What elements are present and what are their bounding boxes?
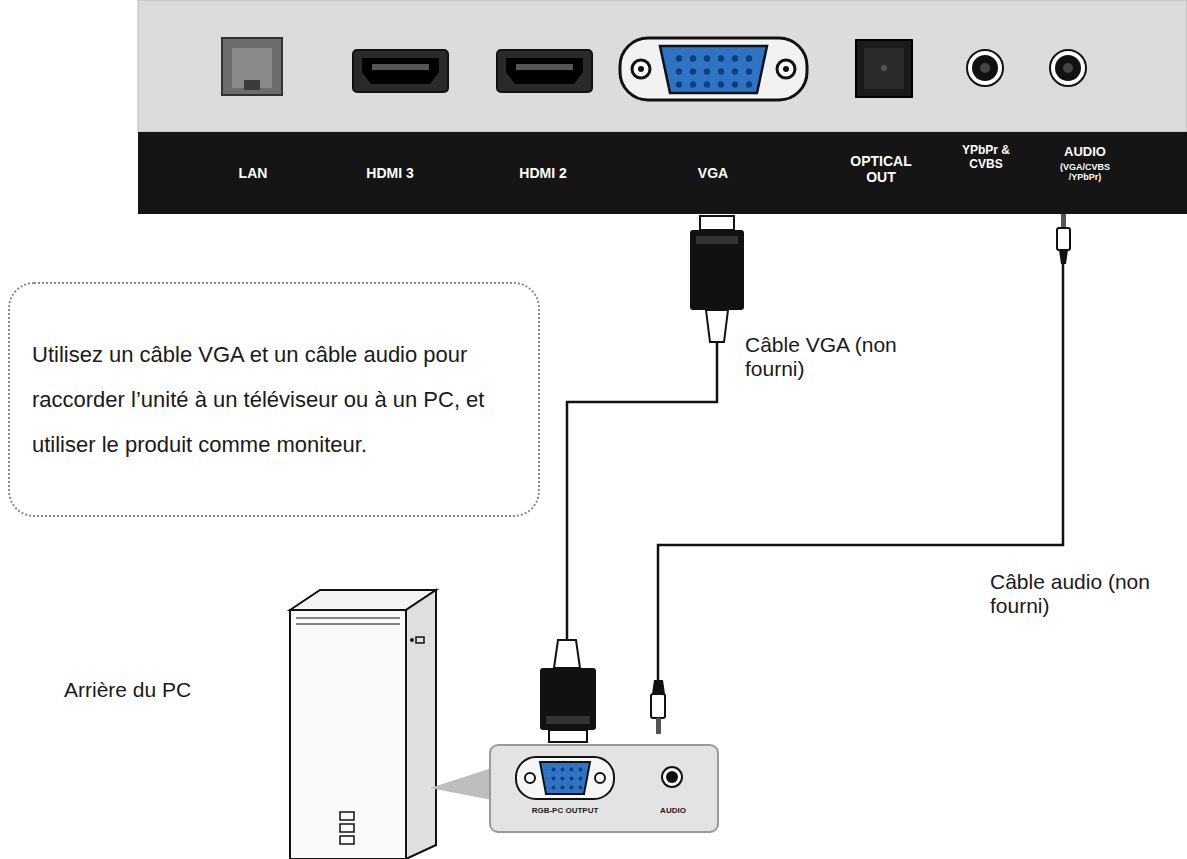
port-label: YPbPr & CVBS — [962, 144, 1010, 172]
label-strip — [138, 132, 1187, 214]
port-label: LAN — [213, 165, 293, 181]
lan-port — [222, 38, 282, 95]
audio-cable — [651, 214, 1070, 734]
vga-cable — [540, 216, 744, 742]
cable-label: Câble audio (non fourni) — [990, 570, 1175, 618]
port-label: VGA — [673, 165, 753, 181]
hdmi-port — [497, 50, 592, 92]
cable-label: Câble VGA (non fourni) — [745, 333, 920, 381]
port-label: OPTICAL OUT — [846, 153, 916, 185]
pc-rear-inset — [430, 745, 718, 832]
vga-port — [620, 38, 807, 100]
callout-text: Utilisez un câble VGA et un câble audio … — [32, 332, 518, 467]
tv-panel — [138, 0, 1187, 132]
port-label: HDMI 2 — [503, 165, 583, 181]
pc-label: Arrière du PC — [64, 678, 274, 702]
port-label: RGB-PC OUTPUT — [519, 806, 611, 815]
port-label: HDMI 3 — [350, 165, 430, 181]
optical-port — [856, 40, 912, 97]
hdmi-port — [353, 50, 448, 92]
port-label: AUDIO — [648, 806, 698, 815]
audio-jack — [1050, 50, 1086, 86]
callout-box: Utilisez un câble VGA et un câble audio … — [8, 282, 540, 517]
pc-tower — [290, 590, 436, 859]
port-sublabel: (VGA/CVBS /YPbPr) — [1052, 162, 1118, 183]
audio-jack — [967, 50, 1003, 86]
port-label: AUDIO — [1045, 145, 1125, 160]
